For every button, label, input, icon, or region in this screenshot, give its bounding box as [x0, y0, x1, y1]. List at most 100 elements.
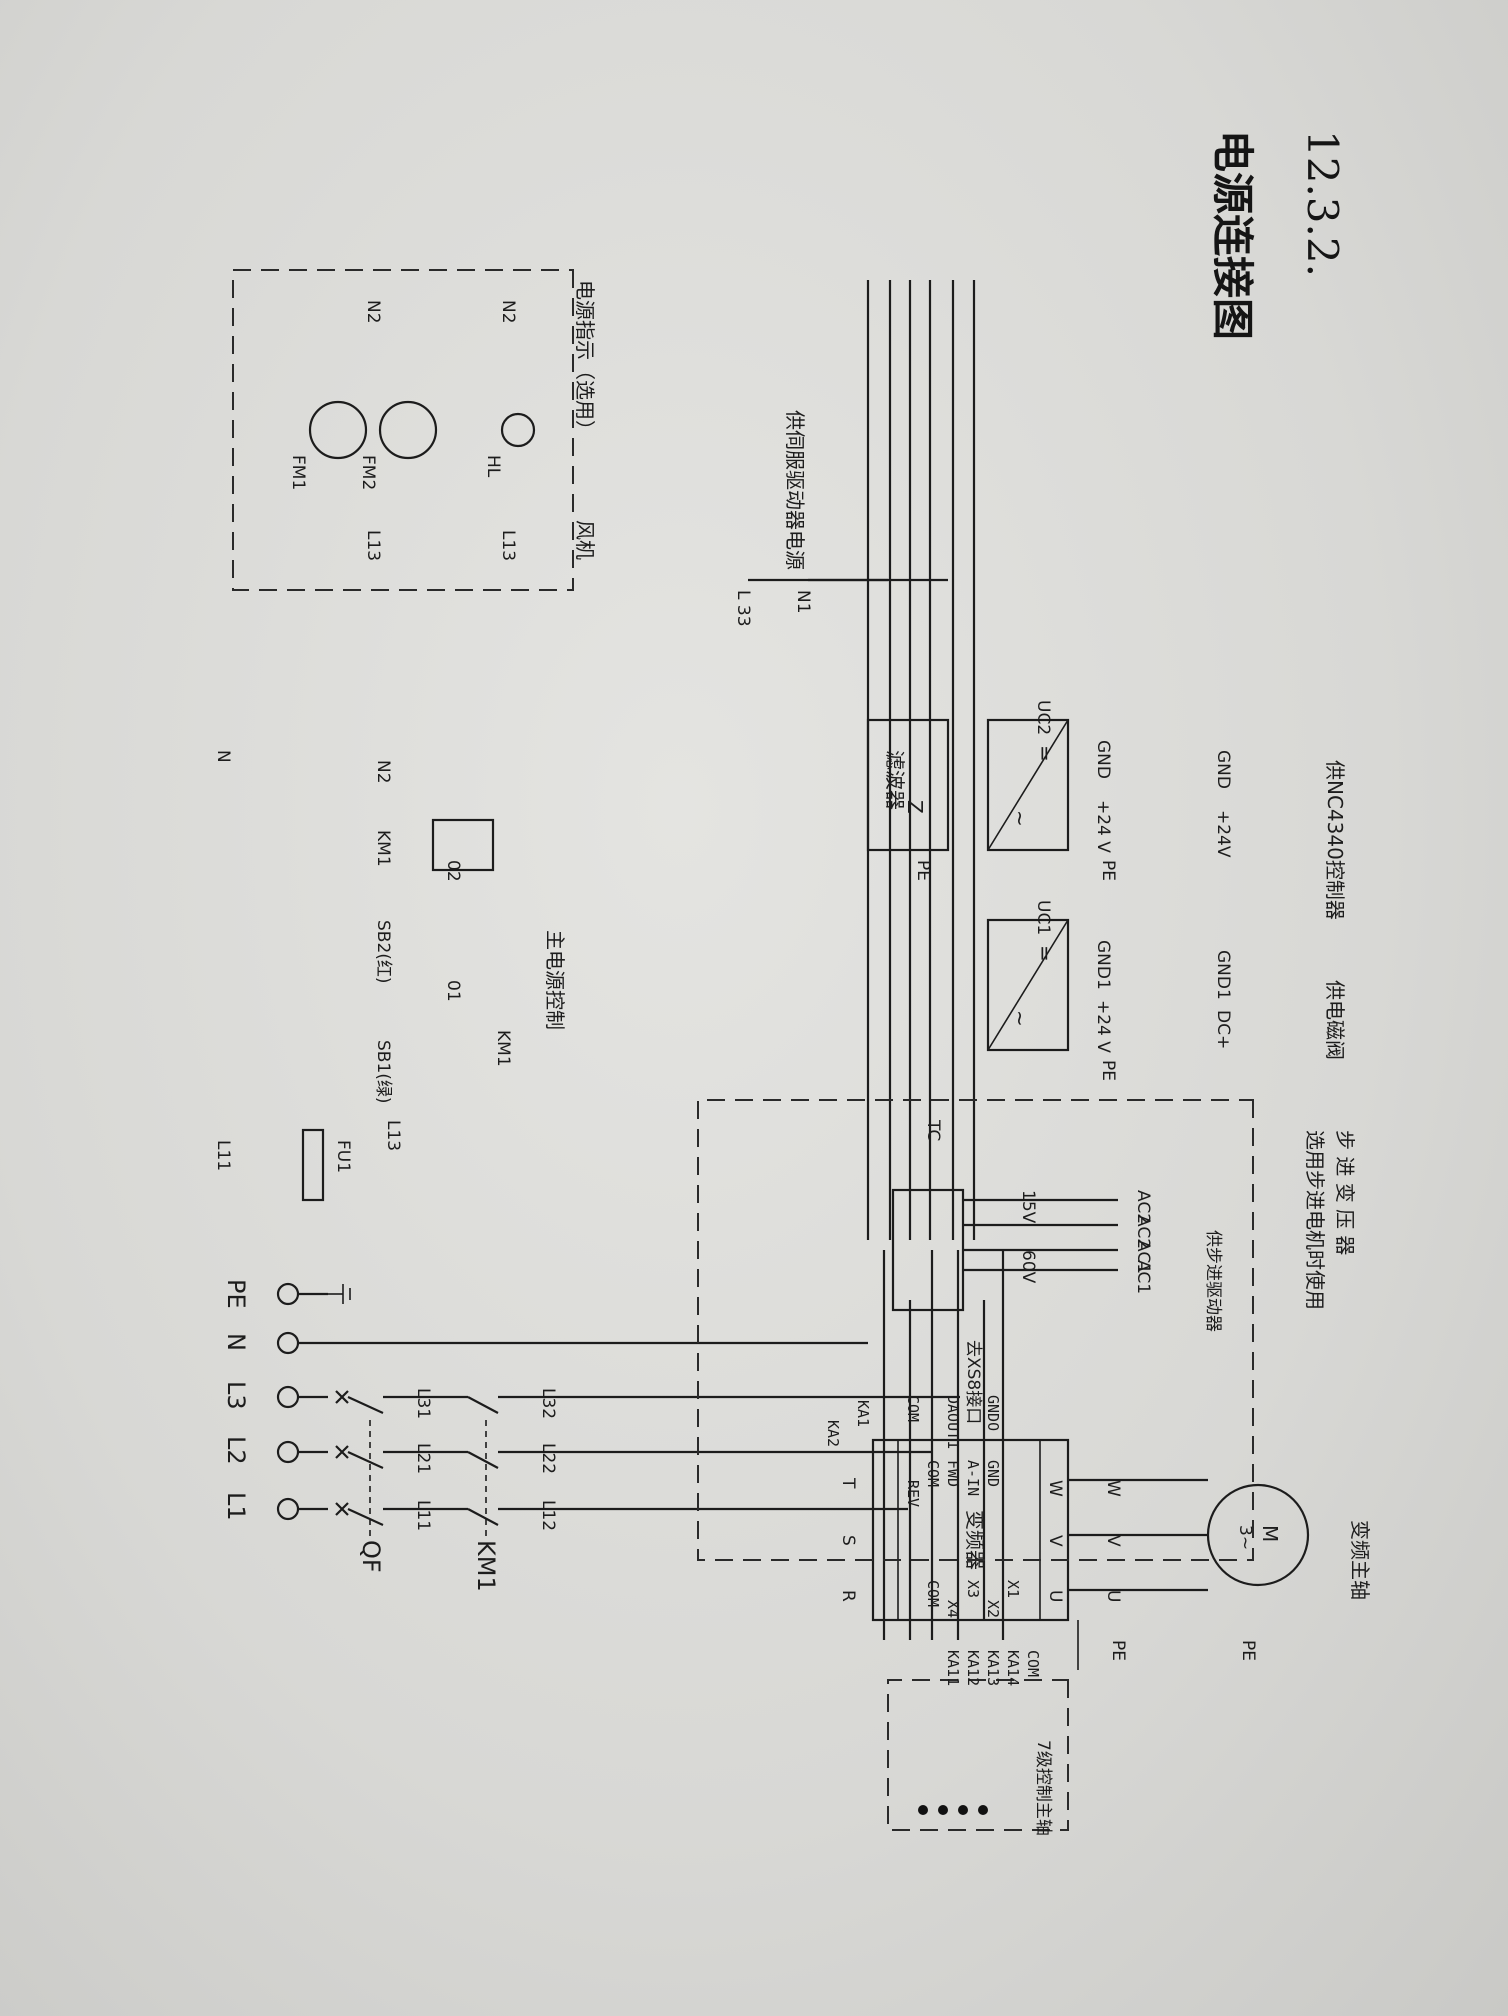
ac2-a: AC2 [1133, 1215, 1153, 1249]
relay-ka12: KA12 [964, 1650, 982, 1686]
label-l12: L12 [538, 1500, 558, 1531]
motor-v: V [1103, 1535, 1123, 1547]
vfd-x1: X1 [1004, 1580, 1022, 1598]
fan-l13-bottom: L13 [498, 530, 518, 561]
relay-dashed-box [887, 1679, 1069, 1831]
ac1-a: AC1 [1133, 1260, 1153, 1294]
uc2-term-pos: +24V [1213, 810, 1233, 858]
uc1-ac-symbol: ~ [1008, 1010, 1032, 1027]
motor-label: 变频主轴 [1348, 1520, 1372, 1600]
motor: M 3~ PE 变频主轴 [1206, 1483, 1372, 1661]
run-relay-ka1: KA1 [854, 1400, 872, 1427]
label-l1: L1 [222, 1492, 250, 1521]
motor-symbol: M [1258, 1525, 1282, 1542]
fan-panel: FM1 FM2 HL L13 L13 N2 N2 风机 电源指示（选用） [232, 269, 597, 591]
transformer-name: TC [923, 1119, 943, 1141]
motor-u: U [1103, 1590, 1123, 1602]
title-number: 12.3.2. [1298, 130, 1347, 277]
uc1-out-pos: +24 V [1093, 1000, 1113, 1053]
ctrl-n2: N2 [373, 760, 393, 784]
ctrl-n: N [213, 750, 233, 763]
uc1-diagonal [987, 919, 1069, 1051]
vfd-com: COM [924, 1460, 942, 1487]
km1-blades [467, 1396, 499, 1526]
fuse-label: FU1 [333, 1140, 353, 1173]
motor-phase: 3~ [1235, 1525, 1255, 1550]
stepper-note-2: 步 进 变 压 器 [1333, 1130, 1357, 1255]
coil-label: KM1 [373, 830, 393, 867]
relay-dot-1 [918, 1805, 928, 1815]
vfd-gnd: GND [984, 1460, 1002, 1487]
uc2-dc-symbol: = [1033, 745, 1057, 762]
uc1-block: ~ = UC1 PE +24 V GND1 DC+ GND1 供电磁阀 [986, 900, 1347, 1081]
uc2-ac-symbol: ~ [1008, 810, 1032, 827]
relay-ka11: KA11 [944, 1650, 962, 1686]
uc2-block: ~ = UC2 PE +24 V GND +24V GND 供NC4340控制器 [986, 700, 1347, 920]
ctrl-l13: L13 [383, 1120, 403, 1151]
label-l11: L11 [413, 1500, 433, 1531]
filter-symbol: Z [903, 800, 927, 814]
uc2-pe: PE [1098, 860, 1118, 881]
lamp-hl [500, 412, 536, 448]
transformer-block: TC 60V 15V AC1 AC1 AC2 AC2 供步进驱动器 选用步进电机… [697, 1099, 1357, 1561]
transformer-dashed-box [697, 1099, 1254, 1561]
vfd-fwd: FWD [944, 1460, 962, 1487]
relay-label: 7级控制主轴 [1033, 1740, 1053, 1836]
vfd-x4: X4 [944, 1600, 962, 1618]
fan-label: 风机 [573, 520, 597, 560]
qf-label: QF [357, 1540, 385, 1573]
km1-label: KM1 [472, 1540, 500, 1592]
stepper-note-1: 选用步进电机时使用 [1303, 1130, 1327, 1310]
filter-block: Z 滤波器 PE [866, 718, 950, 881]
uc2-name: UC2 [1033, 700, 1053, 735]
label-n: N [222, 1333, 250, 1351]
relay-dot-2 [938, 1805, 948, 1815]
vfd-bottom-com: COM [904, 1395, 922, 1422]
terminal-n [276, 1331, 300, 1355]
ctrl-title: 主电源控制 [543, 930, 567, 1030]
motor-pe: PE [1238, 1640, 1258, 1661]
uc1-label: 供电磁阀 [1323, 980, 1347, 1060]
vfd-in-t: T [838, 1477, 858, 1489]
filter-box [866, 718, 950, 852]
ac2-b: AC2 [1133, 1190, 1153, 1224]
servo-supply: N1 L 33 供伺服驱动器电源 [733, 410, 948, 627]
vfd-out-v: V [1045, 1535, 1065, 1547]
terminal-l3 [276, 1385, 300, 1409]
relay-com: COM [1024, 1650, 1042, 1677]
lamp-hl-label: HL [483, 455, 503, 478]
fuse-fu1 [301, 1128, 325, 1202]
vfd-a-in: A-IN [964, 1460, 982, 1496]
terminal-pe [276, 1282, 300, 1306]
uc1-out-neg: GND1 [1093, 940, 1113, 990]
qf-x-2 [335, 1445, 349, 1459]
relay-ka13: KA13 [984, 1650, 1002, 1686]
fan-l13-top: L13 [363, 530, 383, 561]
motor-w: W [1103, 1480, 1123, 1497]
vfd-rev: REV [904, 1480, 922, 1507]
fan-fm2-label: FM2 [358, 455, 378, 490]
ctrl-l11: L11 [213, 1140, 233, 1171]
label-l32: L32 [538, 1388, 558, 1419]
vfd-x3: X3 [964, 1580, 982, 1598]
relay-dot-4 [978, 1805, 988, 1815]
vfd-x-com: COM [924, 1580, 942, 1607]
motor-circle [1206, 1483, 1310, 1587]
uc2-out-neg: GND [1093, 740, 1113, 779]
servo-l33: L 33 [733, 590, 753, 627]
servo-n1: N1 [793, 590, 813, 614]
mains-input: L1 L2 L3 N PE QF L11 L21 L31 [222, 1279, 960, 1592]
relay-ka14: KA14 [1004, 1650, 1022, 1686]
xs8-label: 去XS8接口 [963, 1340, 983, 1424]
km1-contact-label: KM1 [493, 1030, 513, 1067]
uc1-term-neg: GND1 [1213, 950, 1233, 1000]
main-power-control: L11 FU1 L13 SB1(绿) KM1 01 SB2(红) 02 KM1 … [213, 750, 567, 1202]
vfd-x2: X2 [984, 1600, 1002, 1618]
servo-label: 供伺服驱动器电源 [783, 410, 807, 570]
label-l22: L22 [538, 1443, 558, 1474]
fan-fm2 [378, 400, 438, 460]
vfd-out-w: W [1045, 1480, 1065, 1497]
